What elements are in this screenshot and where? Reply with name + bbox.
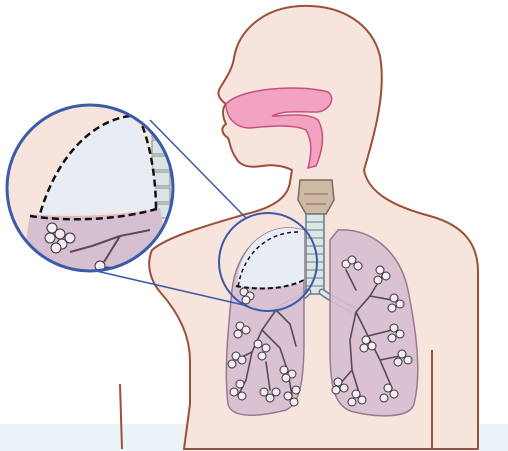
larynx bbox=[298, 180, 334, 214]
